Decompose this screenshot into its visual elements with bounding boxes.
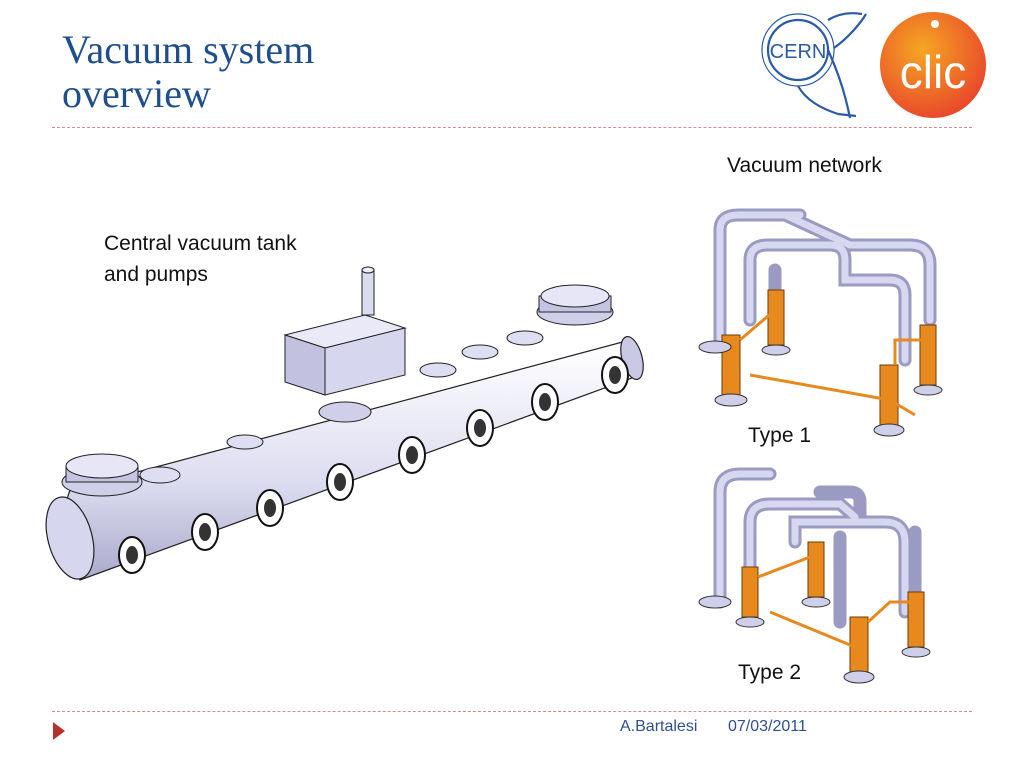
tank-label-line-2: and pumps	[104, 263, 208, 286]
footer-arrow-icon	[53, 722, 65, 740]
cern-logo: CERN	[761, 12, 867, 119]
slide-title: Vacuum system overview	[62, 28, 482, 116]
title-line-1: Vacuum system	[62, 27, 315, 72]
footer-divider	[52, 711, 972, 712]
type1-label: Type 1	[748, 424, 812, 447]
header-divider	[52, 127, 972, 128]
vacuum-network-type2-illustration	[698, 467, 931, 684]
clic-logo: clic	[880, 12, 986, 118]
footer-date: 07/03/2011	[728, 718, 807, 735]
vacuum-network-type1-illustration	[698, 208, 943, 437]
network-label: Vacuum network	[727, 154, 882, 177]
cern-logo-text: CERN	[770, 41, 827, 63]
tank-label-line-1: Central vacuum tank	[104, 232, 297, 255]
central-vacuum-tank-illustration	[45, 266, 644, 581]
title-line-2: overview	[62, 71, 211, 116]
clic-logo-text: clic	[900, 46, 966, 98]
type2-label: Type 2	[738, 661, 802, 684]
tank-label: Central vacuum tank and pumps	[104, 228, 354, 290]
footer-author: A.Bartalesi	[620, 718, 698, 735]
